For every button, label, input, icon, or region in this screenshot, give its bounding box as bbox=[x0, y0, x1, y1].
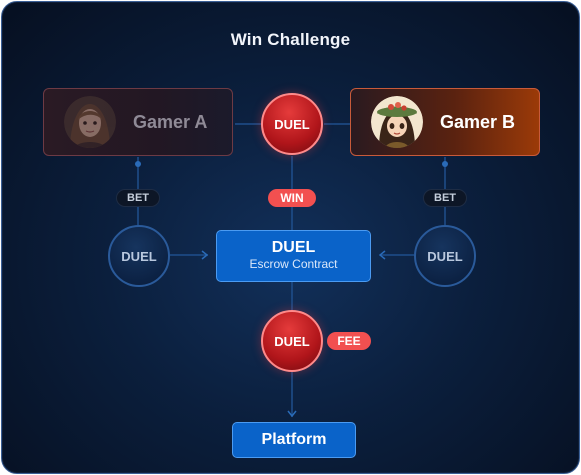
page-title: Win Challenge bbox=[230, 30, 351, 49]
escrow-contract-box: DUEL Escrow Contract bbox=[216, 230, 371, 282]
gamer-b-card: Gamer B bbox=[350, 88, 540, 156]
platform-box: Platform bbox=[232, 422, 356, 458]
win-badge: WIN bbox=[268, 189, 316, 207]
girl-portrait-icon bbox=[64, 96, 116, 148]
gamer-a-name: Gamer A bbox=[133, 111, 208, 132]
escrow-subtitle: Escrow Contract bbox=[249, 257, 338, 271]
bet-badge-a: BET bbox=[116, 189, 160, 207]
duel-token-top: DUEL bbox=[261, 93, 323, 155]
gamer-b-name: Gamer B bbox=[440, 111, 516, 132]
escrow-title: DUEL bbox=[271, 239, 316, 256]
anime-girl-portrait-icon bbox=[371, 96, 423, 148]
duel-token-left: DUEL bbox=[108, 225, 170, 287]
duel-token-right: DUEL bbox=[414, 225, 476, 287]
bet-badge-b: BET bbox=[423, 189, 467, 207]
duel-token-bottom: DUEL bbox=[261, 310, 323, 372]
gamer-a-card: Gamer A bbox=[43, 88, 233, 156]
fee-badge: FEE bbox=[327, 332, 371, 350]
